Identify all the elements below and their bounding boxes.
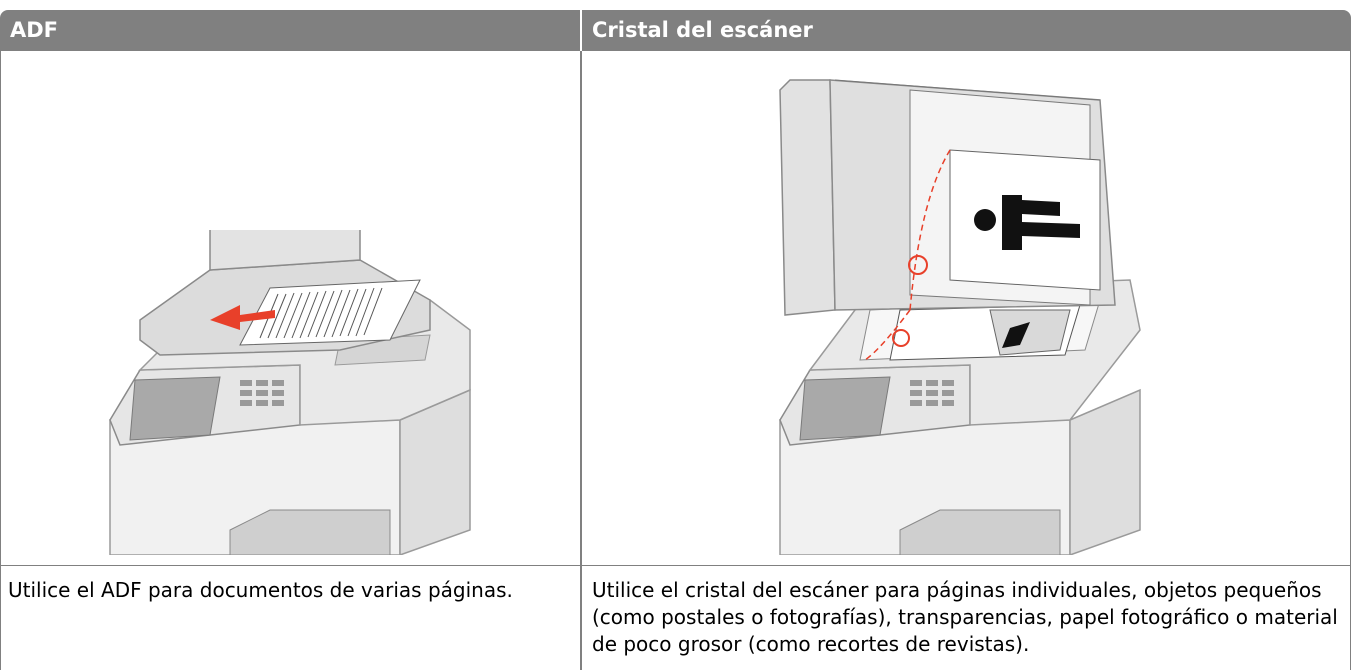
caption-scanner-glass: Utilice el cristal del escáner para pági…: [592, 578, 1338, 656]
caption-adf: Utilice el ADF para documentos de varias…: [8, 578, 513, 602]
table-border-left: [0, 51, 1, 670]
row-divider: [0, 565, 1351, 566]
header-adf: ADF: [0, 10, 580, 51]
printer-scanner-glass-illustration: [779, 79, 1141, 555]
printer-adf-illustration: [109, 230, 471, 555]
header-scanner-glass: Cristal del escáner: [582, 10, 1351, 51]
column-divider: [580, 51, 582, 670]
